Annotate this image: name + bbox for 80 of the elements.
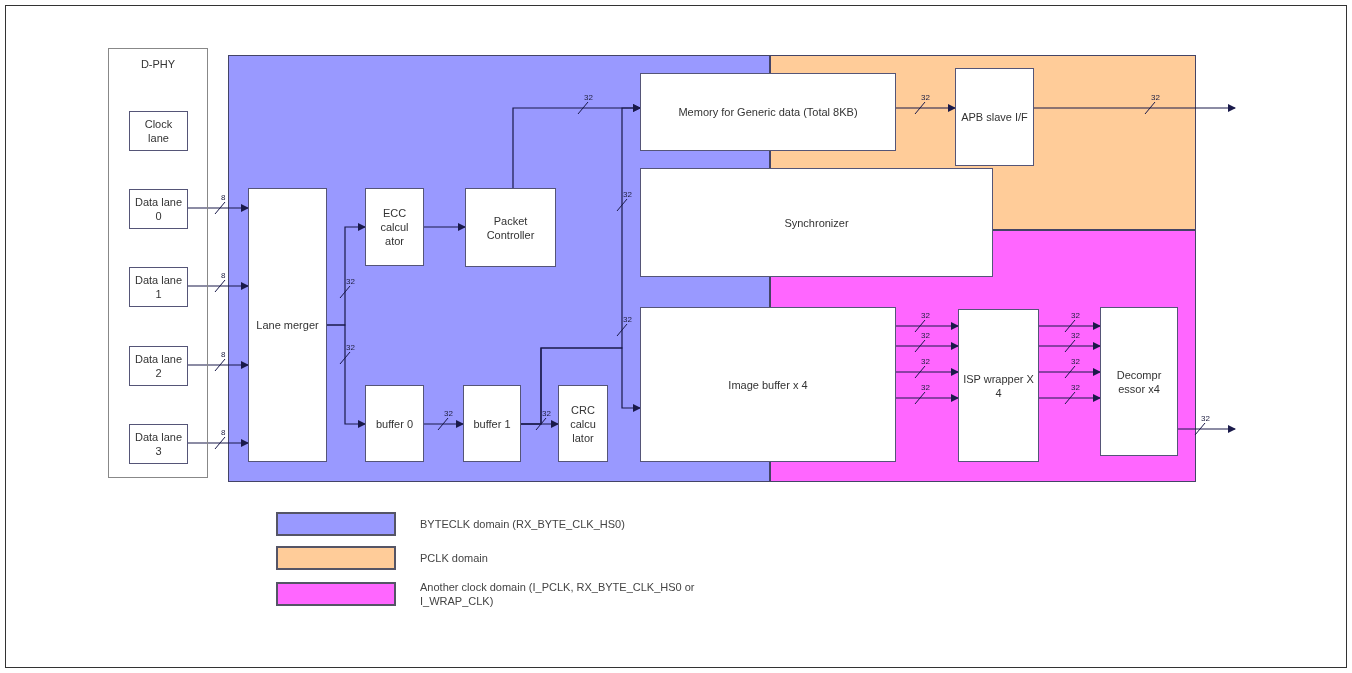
legend-label: Another clock domain (I_PCLK, RX_BYTE_CLK_HS0 or I_WRAP_CLK) — [420, 580, 696, 608]
block-box — [640, 168, 993, 277]
bus-arrow — [186, 279, 249, 293]
bus-width-label: 32 — [921, 93, 930, 102]
block-box — [955, 68, 1034, 166]
block-label: Data lane 0 — [133, 195, 184, 223]
bus-width-label: 32 — [346, 343, 355, 352]
bus-width-label: 32 — [346, 277, 355, 286]
block-box — [958, 309, 1039, 462]
bus-width-label: 32 — [542, 409, 551, 418]
block-box — [365, 385, 424, 462]
block-box — [248, 188, 327, 462]
bus-width-label: 32 — [444, 409, 453, 418]
bus-width-label: 8 — [221, 193, 226, 202]
bus-width-label: 32 — [921, 357, 930, 366]
block-label: ECC calcul ator — [379, 206, 410, 248]
legend-label: BYTECLK domain (RX_BYTE_CLK_HS0) — [420, 517, 626, 531]
bus-arrow — [1038, 365, 1101, 379]
bus-width-label: 32 — [921, 331, 930, 340]
block-label: APB slave I/F — [960, 110, 1029, 124]
block-label: Data lane 3 — [133, 430, 184, 458]
block-label: Synchronizer — [783, 215, 850, 230]
block-box — [129, 346, 188, 386]
block-label: Lane merger — [255, 318, 320, 332]
bus-arrow — [895, 101, 956, 115]
bus-width-label: 8 — [221, 271, 226, 280]
block-box — [1100, 307, 1178, 456]
block-box — [365, 188, 424, 266]
block-label: ISP wrapper X 4 — [962, 371, 1035, 400]
block-heading: D-PHY — [139, 57, 177, 71]
bus-arrow — [895, 391, 959, 405]
bus-arrow — [1177, 422, 1236, 436]
block-box — [463, 385, 521, 462]
bus-width-label: 32 — [1071, 331, 1080, 340]
bus-arrow — [1038, 319, 1101, 333]
bus-width-label: 32 — [921, 311, 930, 320]
bus-arrow — [186, 436, 249, 450]
block-label: Clock lane — [143, 117, 174, 145]
bus-width-label: 32 — [921, 383, 930, 392]
bus-width-label: 32 — [1071, 383, 1080, 392]
block-box — [640, 73, 896, 151]
bus-width-label: 8 — [221, 350, 226, 359]
bus-width-label: 32 — [623, 190, 632, 199]
block-label: buffer 1 — [472, 416, 512, 431]
bus-arrow — [520, 323, 641, 425]
bus-arrow — [1038, 391, 1101, 405]
bus-arrow — [423, 223, 466, 231]
block-box — [129, 424, 188, 464]
bus-width-label: 8 — [221, 428, 226, 437]
block-label: buffer 0 — [374, 416, 415, 431]
bus-arrow — [423, 417, 464, 431]
bus-arrow — [186, 358, 249, 372]
block-label: Data lane 2 — [133, 352, 184, 380]
block-box — [129, 189, 188, 229]
bus-width-label: 32 — [1151, 93, 1160, 102]
bus-arrow — [895, 339, 959, 353]
bus-width-label: 32 — [1071, 311, 1080, 320]
bus-arrow — [1033, 101, 1236, 115]
block-label: CRC calcu lator — [569, 402, 597, 445]
bus-arrow — [186, 201, 249, 215]
block-label: Decompr essor x4 — [1115, 367, 1163, 396]
phy-container — [108, 48, 208, 478]
bus-width-label: 32 — [1201, 414, 1210, 423]
bus-width-label: 32 — [1071, 357, 1080, 366]
bus-arrow — [1038, 339, 1101, 353]
block-box — [558, 385, 608, 462]
block-box — [465, 188, 556, 267]
legend-label: PCLK domain — [420, 551, 489, 565]
block-label: Data lane 1 — [133, 273, 184, 301]
block-label: Image buffer x 4 — [727, 377, 809, 392]
block-box — [640, 307, 896, 462]
bus-width-label: 32 — [584, 93, 593, 102]
block-label: Memory for Generic data (Total 8KB) — [677, 105, 859, 119]
bus-arrow — [326, 324, 366, 428]
bus-width-label: 32 — [623, 315, 632, 324]
block-label: Packet Controller — [485, 213, 536, 242]
bus-arrow — [895, 319, 959, 333]
bus-arrow — [895, 365, 959, 379]
block-box — [129, 267, 188, 307]
block-box — [129, 111, 188, 151]
